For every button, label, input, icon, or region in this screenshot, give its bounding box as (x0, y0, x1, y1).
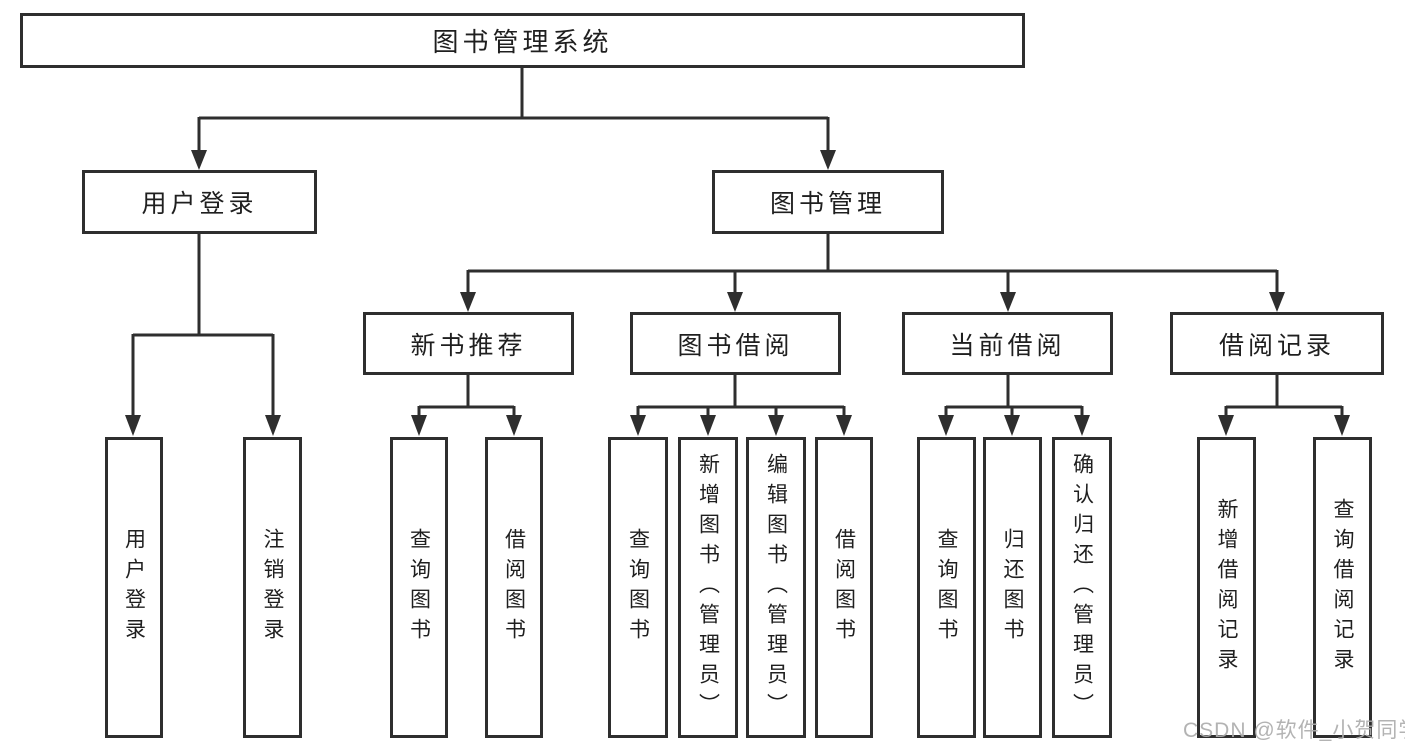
node-label: 新书推荐 (410, 331, 527, 360)
leaf-label: 编辑图书（管理员） (764, 452, 788, 723)
leaf-query-books-current: 查询图书 (917, 437, 976, 738)
node-user-login: 用户登录 (82, 170, 317, 234)
leaf-logout: 注销登录 (243, 437, 302, 738)
node-borrowing-records: 借阅记录 (1170, 312, 1384, 375)
leaf-borrow-books-borrowing: 借阅图书 (815, 437, 873, 738)
leaf-label: 查询图书 (626, 527, 650, 648)
leaf-add-borrow-record: 新增借阅记录 (1197, 437, 1256, 738)
leaf-label: 新增图书（管理员） (696, 452, 720, 723)
leaf-label: 借阅图书 (832, 527, 856, 648)
leaf-borrow-books-recommend: 借阅图书 (485, 437, 543, 738)
leaf-label: 查询图书 (935, 527, 959, 648)
node-label: 图书管理 (769, 190, 886, 218)
node-new-book-recommendation: 新书推荐 (363, 312, 574, 375)
leaf-label: 查询图书 (407, 527, 431, 648)
leaf-user-login: 用户登录 (105, 437, 163, 738)
leaf-label: 查询借阅记录 (1331, 497, 1355, 678)
node-label: 图书管理系统 (432, 27, 613, 57)
leaf-query-books-borrowing: 查询图书 (608, 437, 668, 738)
leaf-label: 用户登录 (122, 527, 146, 648)
leaf-label: 借阅图书 (502, 527, 526, 648)
node-label: 当前借阅 (949, 331, 1066, 360)
leaf-add-books-admin: 新增图书（管理员） (678, 437, 738, 738)
node-book-management: 图书管理 (712, 170, 944, 234)
node-label: 图书借阅 (677, 331, 794, 360)
leaf-label: 新增借阅记录 (1215, 497, 1239, 678)
node-current-borrowing: 当前借阅 (902, 312, 1113, 375)
leaf-query-books-recommend: 查询图书 (390, 437, 448, 738)
leaf-label: 归还图书 (1001, 527, 1025, 648)
node-label: 借阅记录 (1218, 331, 1335, 360)
leaf-confirm-return-admin: 确认归还（管理员） (1052, 437, 1112, 738)
leaf-label: 确认归还（管理员） (1070, 452, 1094, 723)
node-label: 用户登录 (141, 190, 258, 218)
leaf-label: 注销登录 (261, 527, 285, 648)
node-library-management-system: 图书管理系统 (20, 13, 1025, 68)
watermark: CSDN @软件_小贺同学 (1183, 719, 1405, 742)
leaf-query-borrow-record: 查询借阅记录 (1313, 437, 1372, 738)
node-book-borrowing: 图书借阅 (630, 312, 841, 375)
leaf-return-books: 归还图书 (983, 437, 1042, 738)
leaf-edit-books-admin: 编辑图书（管理员） (746, 437, 806, 738)
